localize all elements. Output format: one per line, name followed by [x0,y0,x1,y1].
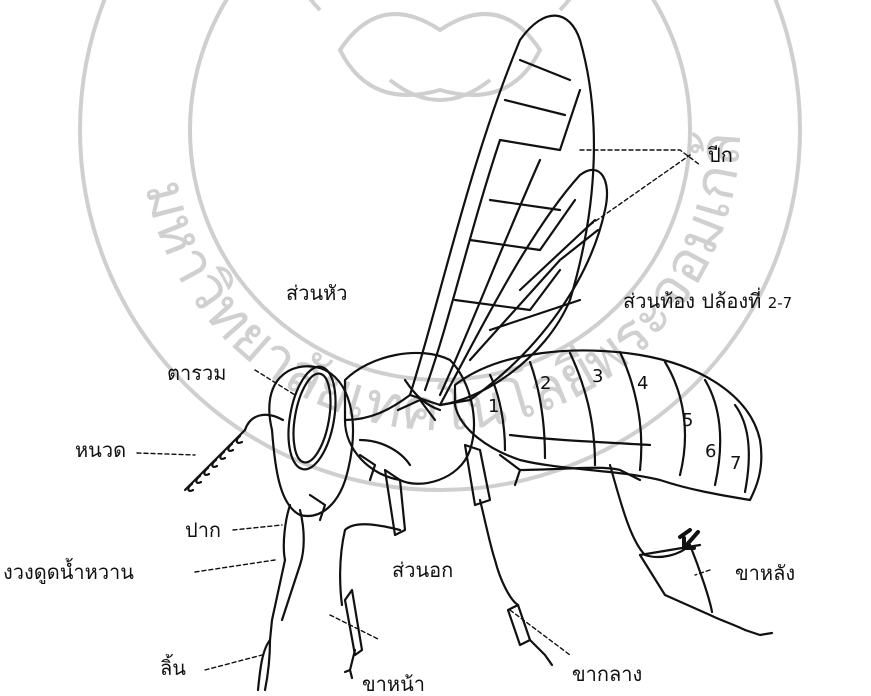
label-abdomen-range: 2-7 [768,294,793,312]
label-hindleg: ขาหลัง [735,563,795,583]
label-abdomen: ส่วนท้อง ปล้องที่ 2-7 [623,291,792,311]
segment-number-5: 5 [682,412,693,430]
segment-number-1: 1 [488,398,499,416]
abdomen [455,350,761,500]
arrow-icon [676,528,706,558]
segment-number-6: 6 [705,443,716,461]
label-proboscis: งวงดูดน้ำหวาน [3,562,134,582]
antenna [185,415,283,491]
head [269,363,353,516]
label-head: ส่วนหัว [286,283,348,303]
label-wings: ปีก [708,145,733,165]
label-antenna: หนวด [75,440,126,460]
label-foreleg: ขาหน้า [362,674,425,694]
segment-number-7: 7 [730,455,741,473]
forewing [410,16,594,405]
segment-number-2: 2 [540,375,551,393]
segment-number-3: 3 [592,368,603,386]
thorax [345,353,474,484]
label-abdomen-text: ส่วนท้อง ปล้องที่ [623,289,761,313]
hindlegs [520,465,772,635]
label-thorax: ส่วนอก [392,560,453,580]
label-mouth: ปาก [185,520,221,540]
label-midleg: ขากลาง [572,664,642,684]
label-tongue: ลิ้น [160,658,186,678]
label-compound-eye: ตารวม [167,363,226,383]
segment-number-4: 4 [637,375,648,393]
mouthparts [258,495,325,690]
leader-lines [137,150,710,670]
